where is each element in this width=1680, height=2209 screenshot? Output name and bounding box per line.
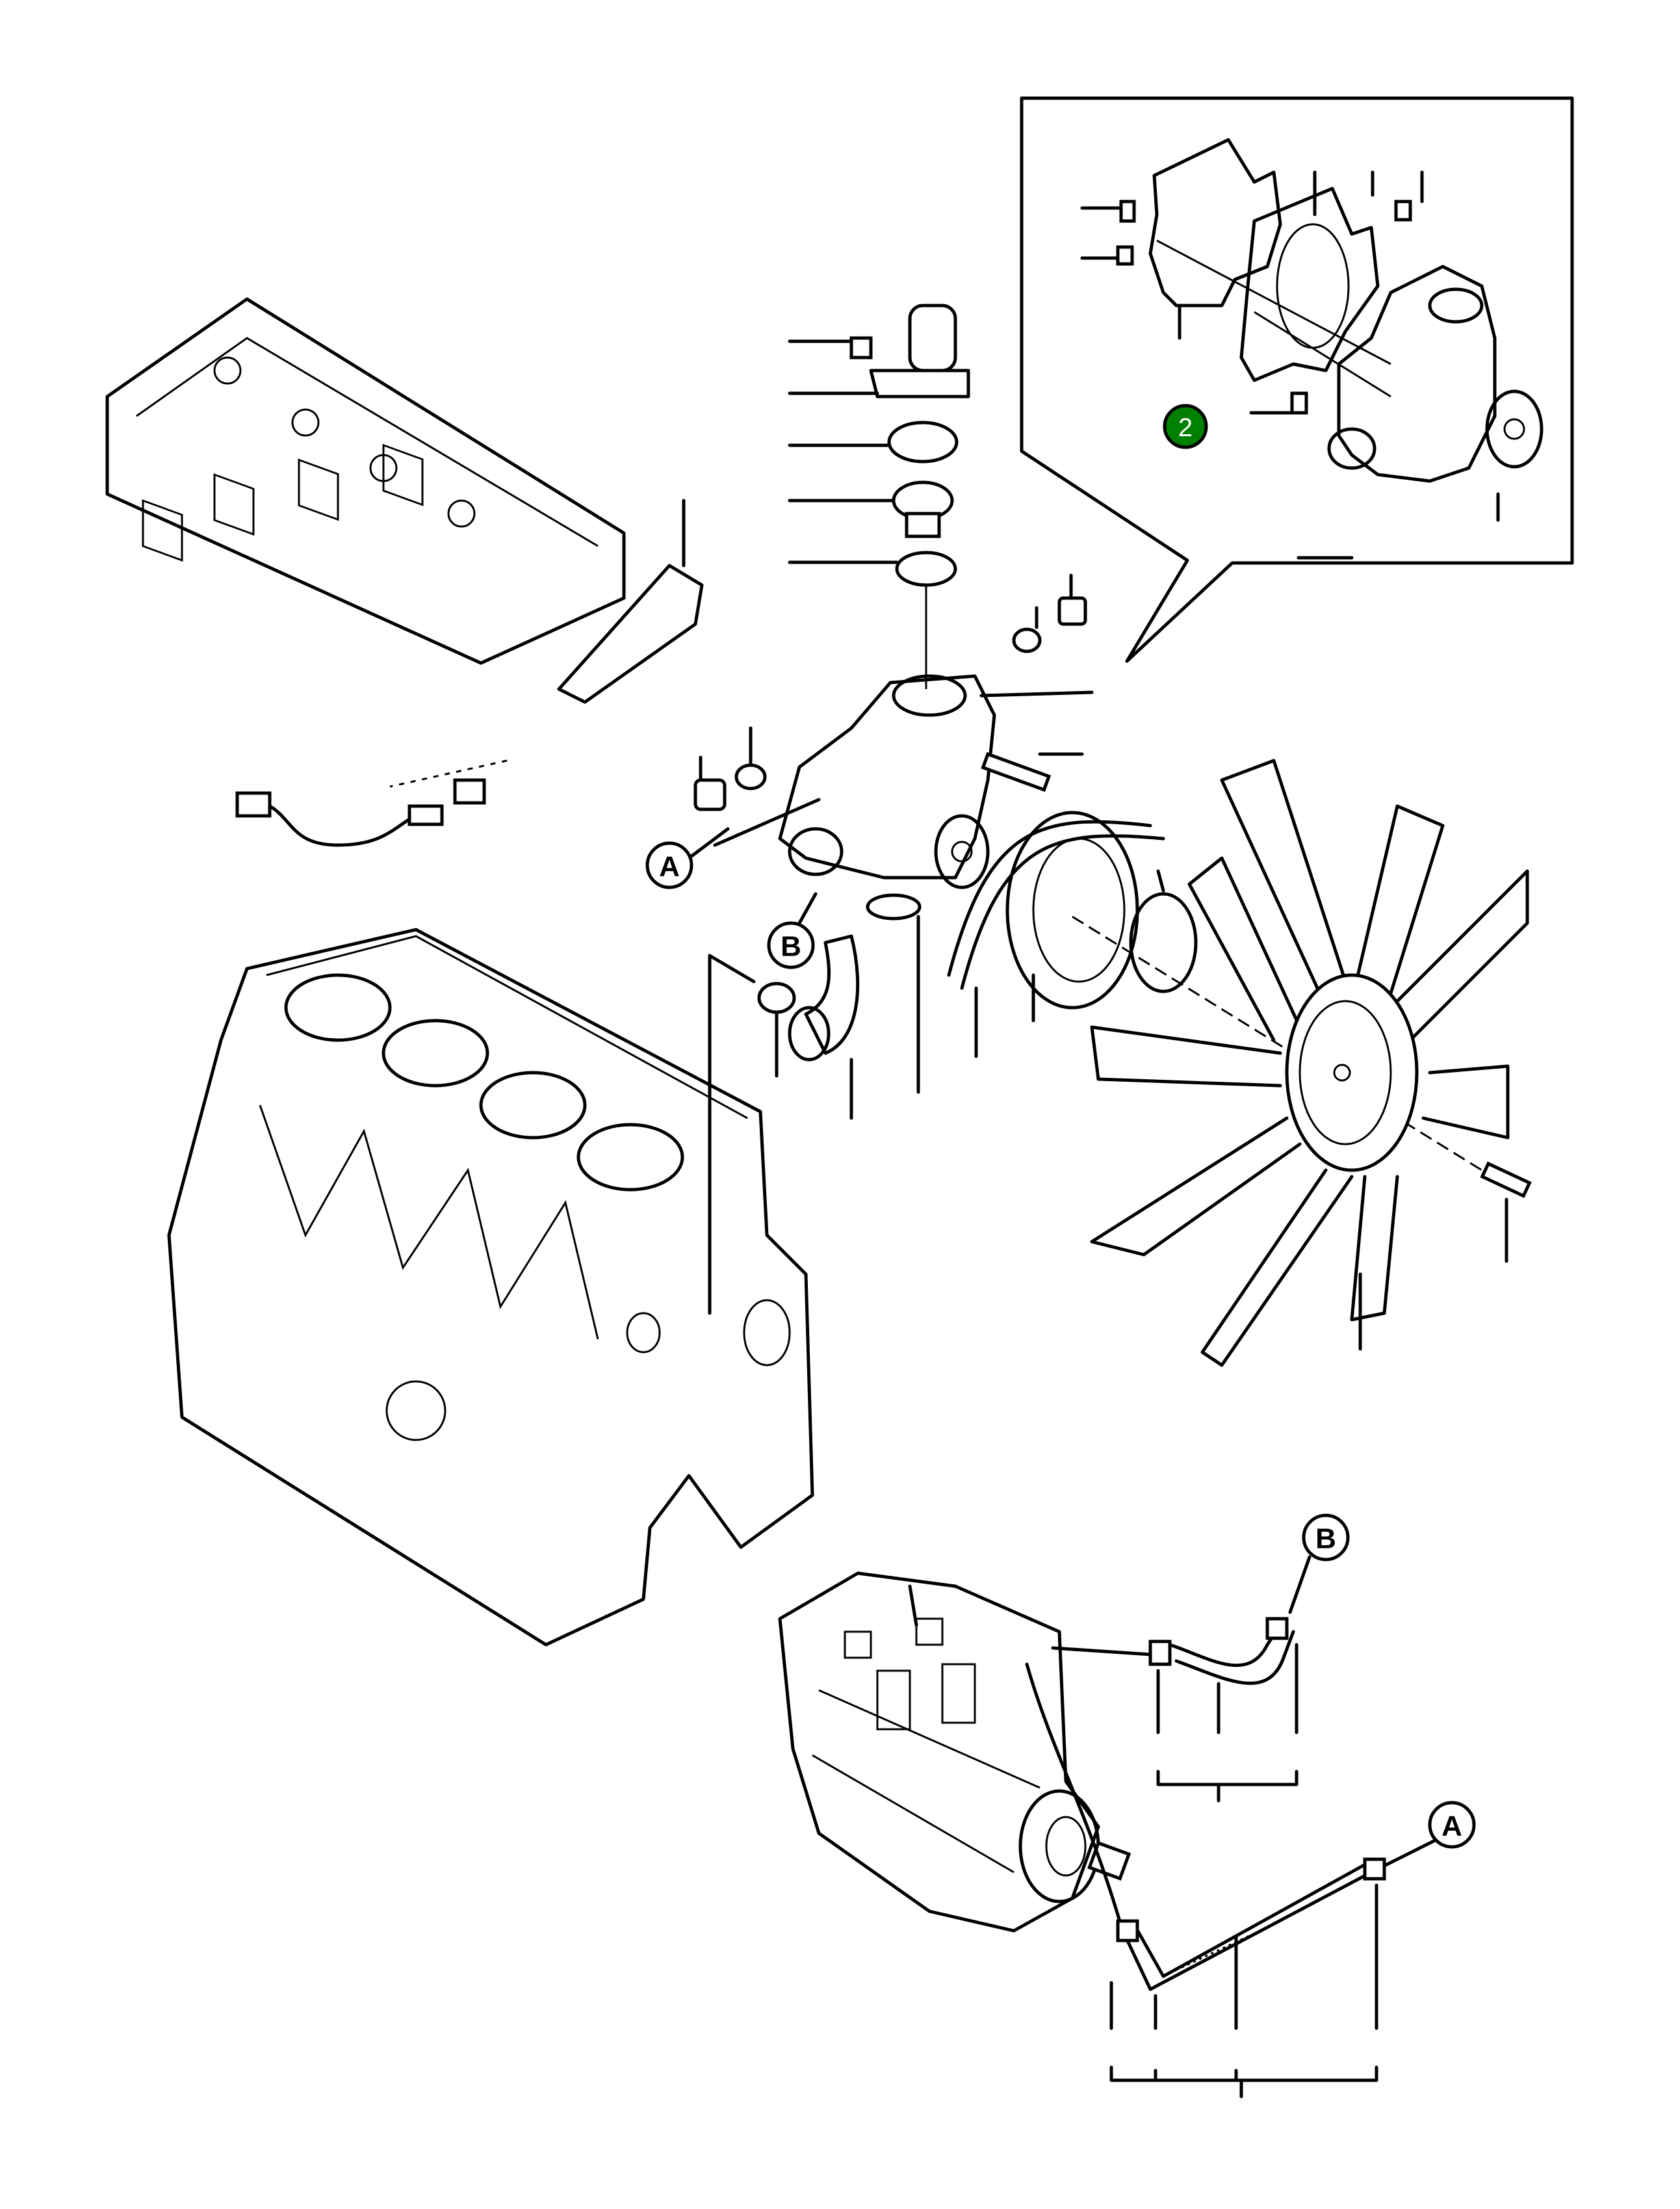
washer-icon [1012,627,1042,653]
marker-label: B [1315,1523,1336,1555]
marker-circle [767,921,815,969]
marker-circle [1428,1801,1476,1849]
fan-spacer [1129,892,1198,993]
ref-marker-b[interactable]: B [767,892,818,969]
ref-marker-a[interactable]: A [645,827,730,889]
temperature-sensor [235,759,508,847]
pulley-and-belt [947,811,1482,1171]
ref-marker-b-pipe[interactable]: B [1288,1513,1350,1614]
bolt-icon [1480,1161,1532,1198]
badge-label: 2 [1178,413,1193,442]
marker-label: A [1441,1810,1462,1842]
gasket [1239,187,1380,382]
thermostat-assembly [788,304,970,689]
cylinder-head [105,297,704,704]
marker-circle [1302,1513,1350,1562]
plug-icon [693,778,727,811]
ref-marker-a-pipe[interactable]: A [1382,1801,1476,1868]
injection-pump [778,1571,1131,1933]
pulley [1005,811,1139,1010]
water-pump [693,573,1094,889]
water-pump-inset [1337,265,1497,483]
return-pipe-a [1025,1662,1386,2098]
cooling-fan [1090,759,1532,1367]
bolt-icon [1116,245,1134,266]
elbow-hose [708,893,922,1315]
plug-icon [1057,596,1087,626]
washer-icon [734,763,767,791]
plug-icon [1290,391,1308,415]
marker-label: A [659,851,680,883]
cylinder-block [167,928,814,1647]
bolt-icon [981,752,1052,792]
plug-icon [1394,200,1412,222]
return-pipe-b [1051,1617,1299,1803]
head-gasket-rear [557,564,704,704]
gasket-plate [1148,138,1282,307]
badge-circle [1163,404,1208,449]
inset-detail-box [1020,96,1574,663]
marker-label: B [781,931,801,963]
marker-circle [645,841,693,889]
callout-badge[interactable]: 2 [1163,404,1208,449]
bolt-icon [1119,200,1136,223]
